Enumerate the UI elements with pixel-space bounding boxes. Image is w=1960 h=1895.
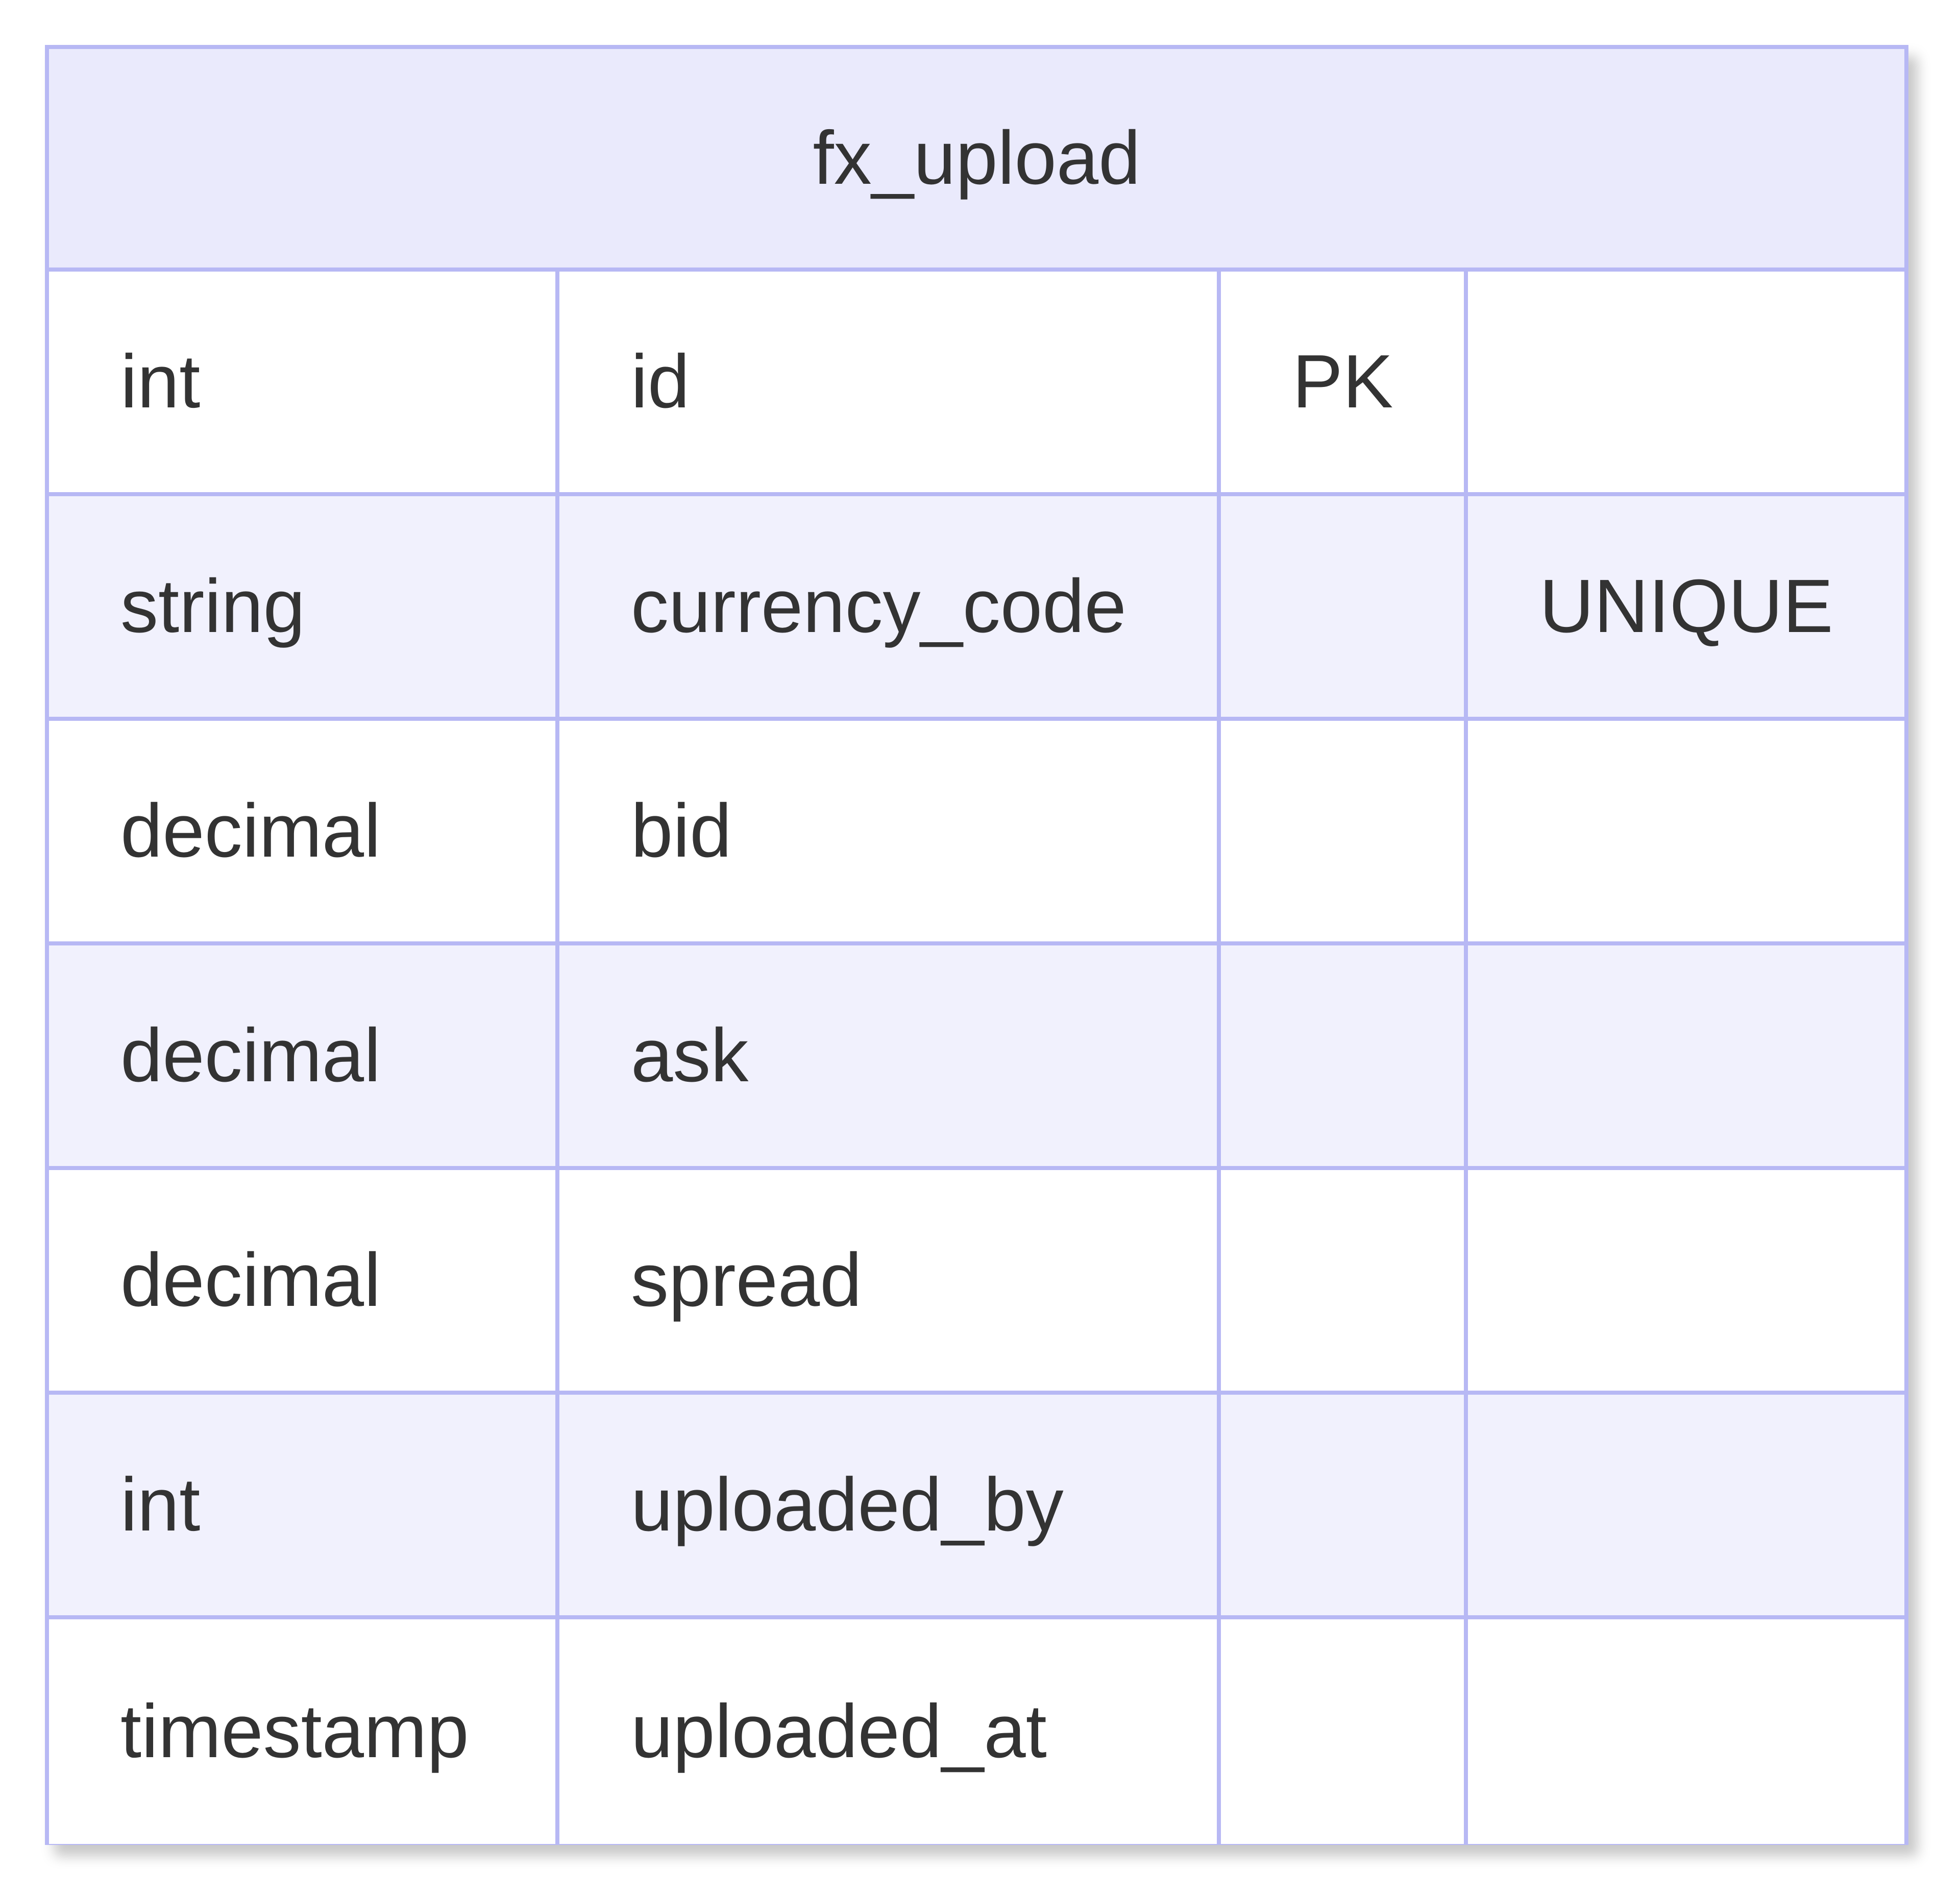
- attribute-row: timestamp uploaded_at: [49, 1619, 1904, 1844]
- attribute-row: decimal bid: [49, 721, 1904, 945]
- attribute-type: decimal: [120, 789, 381, 873]
- attribute-key: [1217, 721, 1464, 941]
- attribute-row: int id PK: [49, 272, 1904, 496]
- attribute-comment: [1464, 721, 1904, 941]
- attribute-row: decimal spread: [49, 1170, 1904, 1395]
- attribute-key: [1217, 945, 1464, 1166]
- attribute-name: bid: [555, 721, 1217, 941]
- attribute-key: [1217, 496, 1464, 717]
- attribute-key: [1217, 1395, 1464, 1615]
- attribute-type: timestamp: [120, 1689, 469, 1773]
- attribute-name: ask: [555, 945, 1217, 1166]
- attribute-name: uploaded_by: [555, 1395, 1217, 1615]
- attribute-type: string: [120, 564, 305, 648]
- attribute-list: int id PK string currency_code UNIQUE de…: [49, 272, 1904, 1844]
- attribute-key: [1217, 1170, 1464, 1391]
- attribute-row: decimal ask: [49, 945, 1904, 1170]
- attribute-name: spread: [555, 1170, 1217, 1391]
- attribute-key: [1217, 1619, 1464, 1844]
- attribute-name: uploaded_at: [555, 1619, 1217, 1844]
- attribute-name: currency_code: [555, 496, 1217, 717]
- attribute-row: int uploaded_by: [49, 1395, 1904, 1619]
- entity-fx-upload[interactable]: fx_upload int id PK string currency_code…: [45, 45, 1908, 1845]
- attribute-type: int: [120, 1463, 201, 1547]
- attribute-name: id: [555, 272, 1217, 492]
- attribute-row: string currency_code UNIQUE: [49, 496, 1904, 721]
- attribute-comment: [1464, 1619, 1904, 1844]
- attribute-comment: [1464, 945, 1904, 1166]
- attribute-comment: [1464, 1170, 1904, 1391]
- attribute-key: PK: [1217, 272, 1464, 492]
- attribute-type: decimal: [120, 1238, 381, 1322]
- entity-title: fx_upload: [49, 49, 1904, 272]
- attribute-comment: [1464, 1395, 1904, 1615]
- attribute-comment: UNIQUE: [1464, 496, 1904, 717]
- attribute-type: int: [120, 339, 201, 424]
- attribute-type: decimal: [120, 1013, 381, 1098]
- attribute-comment: [1464, 272, 1904, 492]
